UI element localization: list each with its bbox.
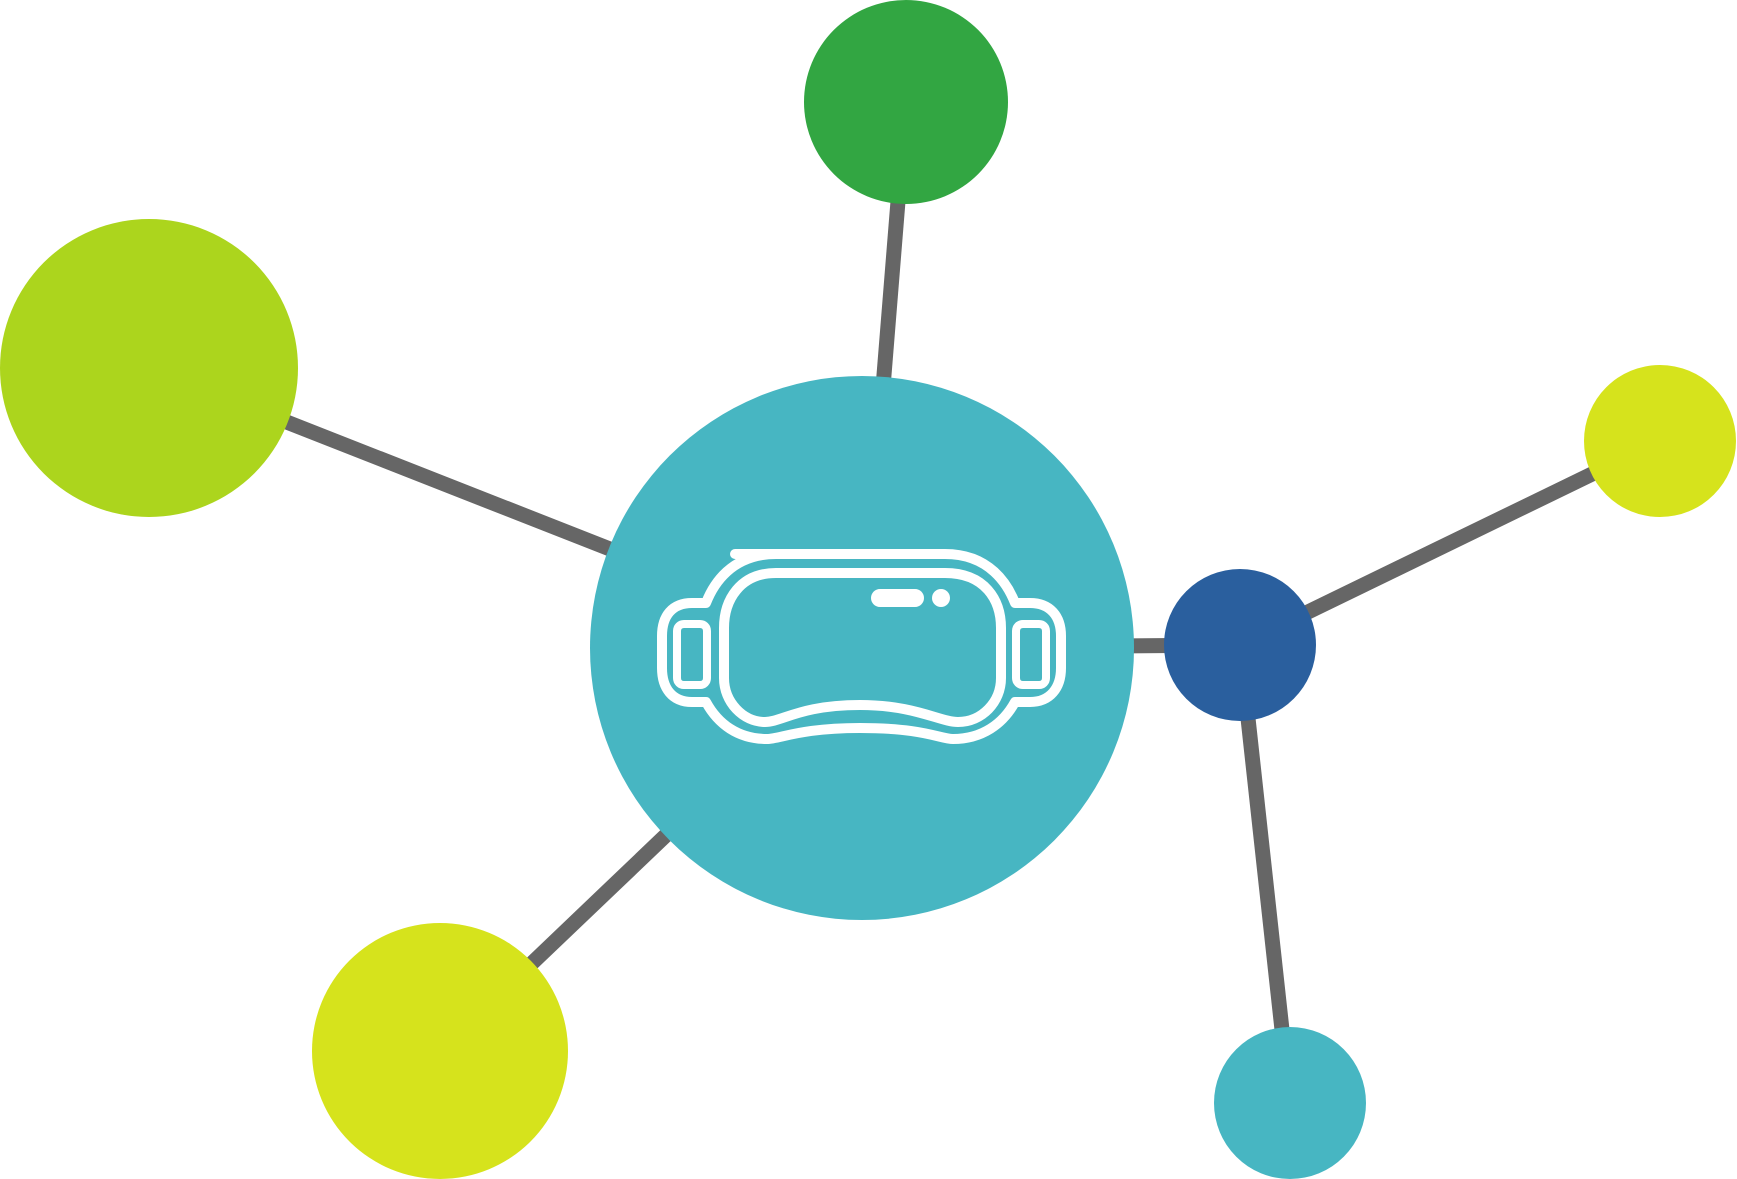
headset-lens-frame	[719, 568, 1006, 727]
edge-node-navy-right-to-node-teal-bottom-right	[1232, 644, 1298, 1104]
sensor-dot-icon	[932, 589, 950, 607]
node-yellow-bottom-left	[312, 923, 568, 1179]
edge-node-navy-right-to-node-yellow-right	[1236, 434, 1664, 652]
right-strap-slot	[1012, 620, 1050, 689]
center-node	[590, 376, 1134, 920]
left-strap-slot	[673, 620, 711, 689]
node-navy-right	[1164, 569, 1316, 721]
vr-headset-icon	[657, 549, 1066, 744]
node-green-top	[804, 0, 1008, 204]
node-teal-bottom-right	[1214, 1027, 1366, 1179]
headset-body-outer	[657, 549, 1066, 744]
sensor-bar-icon	[871, 589, 924, 607]
node-yellow-right	[1584, 365, 1736, 517]
node-lime-left	[0, 219, 298, 517]
